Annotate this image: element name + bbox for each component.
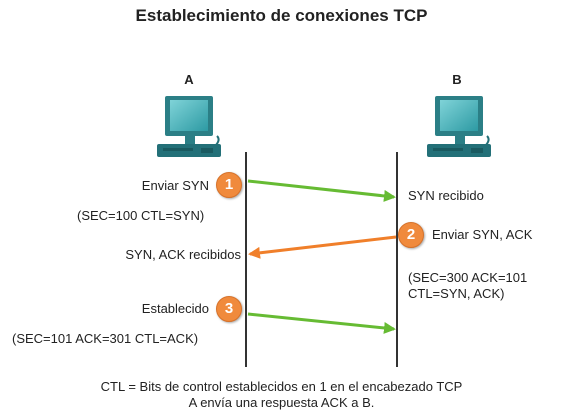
arrow-syn	[247, 179, 396, 202]
computer-a-icon	[157, 96, 221, 157]
step-1-received-label: SYN recibido	[408, 188, 484, 203]
host-a-label: A	[184, 72, 194, 87]
computer-b-icon	[427, 96, 491, 157]
step-3-badge: 3	[216, 296, 242, 322]
step-1-detail: (SEC=100 CTL=SYN)	[77, 208, 205, 223]
host-b-label: B	[452, 72, 462, 87]
step-3-established-label: Establecido	[141, 301, 209, 316]
step-1-send-label: Enviar SYN	[141, 178, 209, 193]
footer-ctl-note: CTL = Bits de control establecidos en 1 …	[100, 379, 463, 394]
step-2-detail-line1: (SEC=300 ACK=101	[408, 270, 528, 285]
step-3-detail: (SEC=101 ACK=301 CTL=ACK)	[12, 331, 199, 346]
footer-ack-note: A envía una respuesta ACK a B.	[188, 395, 375, 410]
step-2-badge: 2	[398, 222, 424, 248]
step-1-badge: 1	[216, 172, 242, 198]
step-2-send-label: Enviar SYN, ACK	[432, 227, 533, 242]
diagram-title: Establecimiento de conexiones TCP	[135, 6, 428, 25]
step-2-received-label: SYN, ACK recibidos	[125, 247, 241, 262]
step-2-detail-line2: CTL=SYN, ACK)	[408, 286, 505, 301]
arrow-syn-ack	[248, 235, 397, 259]
arrow-ack	[247, 312, 396, 334]
